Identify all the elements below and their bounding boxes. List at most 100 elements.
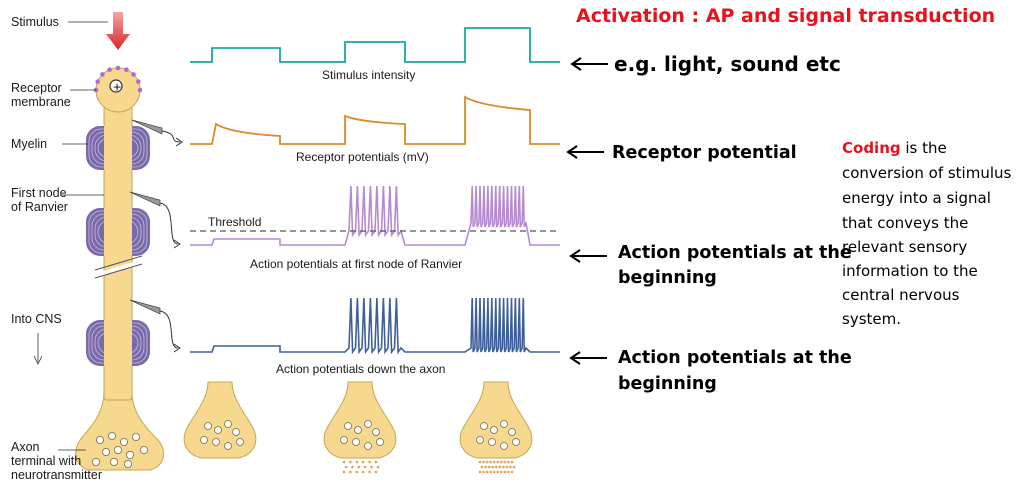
vesicle [376,438,384,446]
vesicle [110,457,119,466]
electrode-wire [159,310,179,349]
neurotransmitter-dot [361,470,365,474]
neurotransmitter-dot [487,465,491,469]
coding-note: Coding is the conversion of stimulus ene… [842,139,1012,328]
trace-label-axon: Action potentials down the axon [276,362,445,376]
label-axon-terminal-1: Axon [11,440,40,454]
vesicle [204,422,212,430]
neurotransmitter-dot [489,460,493,464]
terminal-bulb [323,381,397,459]
axon-under-myelin [104,126,132,170]
electrode-wire [161,130,181,143]
vesicle [364,420,372,428]
neurotransmitter-dot [507,470,510,474]
vesicle [512,438,520,446]
electrode-tip [129,299,161,315]
vesicle [488,438,496,446]
neurotransmitter-dot [482,470,485,474]
annotation-axon-2: beginning [618,374,717,394]
stimulus-trace [190,27,560,63]
neurotransmitter-dot [496,460,500,464]
vesicle [124,459,133,468]
neurotransmitter-dot [361,460,365,464]
neurotransmitter-dot [491,465,495,469]
note-line-8: system. [842,310,901,328]
neurotransmitter-dot [355,470,359,474]
vesicle [236,438,244,446]
neurotransmitter-dot [510,460,514,464]
synaptic-terminal [183,381,257,459]
vesicle [352,438,360,446]
recording-electrodes [129,119,183,353]
note-line-3: energy into a signal [842,189,991,207]
electrode [129,299,181,353]
neurotransmitter-dot [496,470,500,474]
vesicle [92,457,101,466]
neurotransmitter-dot [342,460,346,464]
vesicle [139,445,148,454]
electrode [129,191,181,249]
label-receptor-membrane-2: membrane [11,95,71,109]
electrode-arrow [173,343,181,353]
neurotransmitter-dot [363,465,367,469]
receptor-neuron: + [75,12,165,471]
vesicle [108,431,117,440]
trace-label-receptor: Receptor potentials (mV) [296,150,429,164]
vesicle [200,436,208,444]
vesicle [224,442,232,450]
neurotransmitter-dot [368,460,371,464]
neurotransmitter-dot [510,470,514,474]
vesicle [96,435,105,444]
neurotransmitter-dot [498,465,502,469]
note-line-2: conversion of stimulus [842,164,1012,182]
neurotransmitter-dot [482,460,485,464]
neurotransmitter-dot [480,465,484,469]
neurotransmitter-dot [355,460,359,464]
terminal-vesicles [92,431,148,468]
annotation-stimulus: e.g. light, sound etc [614,52,841,76]
neurotransmitter-dot [509,465,512,469]
annotation-axon-1: Action potentials at the [618,348,852,368]
annotation-first-node-2: beginning [618,268,717,288]
receptor-potential-icon [109,79,123,93]
neurotransmitter-dot [368,470,371,474]
neurotransmitter-dot [492,470,496,474]
neurotransmitter-dot [351,465,354,469]
vesicle [476,436,484,444]
label-first-node-1: First node [11,186,67,200]
trace-label-stimulus: Stimulus intensity [322,68,415,82]
membrane-site [137,87,143,93]
diagram-title: Activation : AP and signal transduction [576,5,995,27]
vesicle [224,420,232,428]
vesicle [354,426,362,434]
neurotransmitter-dot [342,470,346,474]
membrane-site [115,65,121,71]
neurotransmitter-dot [344,465,348,469]
receptor-membrane-sites [93,65,143,93]
axon-terminals [183,381,533,474]
neurotransmitter-dot [376,465,380,469]
membrane-site [100,72,105,77]
vesicle [340,436,348,444]
label-receptor-membrane-1: Receptor [11,81,62,95]
vesicle [114,445,123,454]
vesicle [508,428,516,436]
membrane-site [95,79,100,84]
label-axon-terminal-2: terminal with [11,454,81,468]
axon-trace [190,297,560,355]
electrode-arrow [175,137,183,147]
synaptic-terminal [323,381,397,474]
signal-traces [190,27,560,355]
terminal-bulb [459,381,533,459]
vesicle [490,426,498,434]
annotation-arrows [566,57,608,365]
trace-label-first-node: Action potentials at first node of Ranvi… [250,257,462,271]
vesicle [120,437,129,446]
neurotransmitter-dot [374,470,378,474]
first-node-trace [190,185,560,246]
neurotransmitter-dot [374,460,378,464]
label-myelin: Myelin [11,137,47,151]
stimulus-arrow-icon [106,12,130,50]
neurotransmitter-dot [349,470,352,474]
label-axon-terminal-3: neurotransmitter [11,468,102,482]
